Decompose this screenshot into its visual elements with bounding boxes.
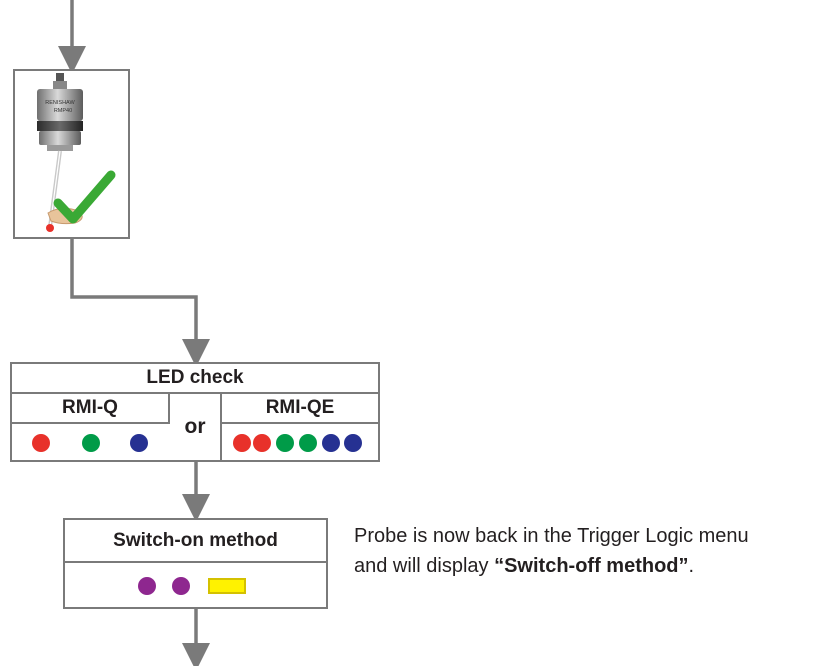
check-icon <box>53 170 116 224</box>
note-line-2-prefix: and will display <box>354 555 495 577</box>
rmi-q-label: RMI-Q <box>12 394 170 424</box>
probe-model-text: RMP40 <box>54 108 72 114</box>
switch-on-led-sequence <box>65 565 326 607</box>
led-dot <box>130 434 148 452</box>
status-note: Probe is now back in the Trigger Logic m… <box>354 521 749 581</box>
rmi-qe-led-sequence <box>222 426 378 460</box>
note-line-2-suffix: . <box>688 555 695 577</box>
led-dot <box>344 434 362 452</box>
led-dot <box>82 434 100 452</box>
switch-on-method-box: Switch-on method <box>63 518 328 609</box>
rmi-qe-label: RMI-QE <box>222 394 378 424</box>
probe-illustration: RENISHAW RMP40 <box>37 73 116 232</box>
rmi-q-led-sequence <box>12 426 170 460</box>
led-dot <box>299 434 317 452</box>
stylus-tip <box>46 224 54 232</box>
led-dot <box>276 434 294 452</box>
led-dot <box>233 434 251 452</box>
led-dot <box>322 434 340 452</box>
arrow-probe-to-led <box>70 239 210 367</box>
led-dot <box>32 434 50 452</box>
led-dot <box>138 577 156 595</box>
note-line-2: and will display “Switch-off method”. <box>354 551 749 581</box>
led-check-title: LED check <box>12 364 378 394</box>
switch-off-method-text: “Switch-off method” <box>494 555 689 577</box>
note-line-1: Probe is now back in the Trigger Logic m… <box>354 525 749 547</box>
led-dot <box>172 577 190 595</box>
yellow-led-indicator <box>208 578 246 594</box>
led-check-table: LED check RMI-Q or RMI-QE <box>10 362 380 462</box>
probe-image-box: RENISHAW RMP40 <box>13 69 130 239</box>
or-separator: or <box>170 394 222 460</box>
led-dot <box>253 434 271 452</box>
probe-brand-text: RENISHAW <box>45 100 75 106</box>
switch-on-method-title: Switch-on method <box>65 520 326 563</box>
